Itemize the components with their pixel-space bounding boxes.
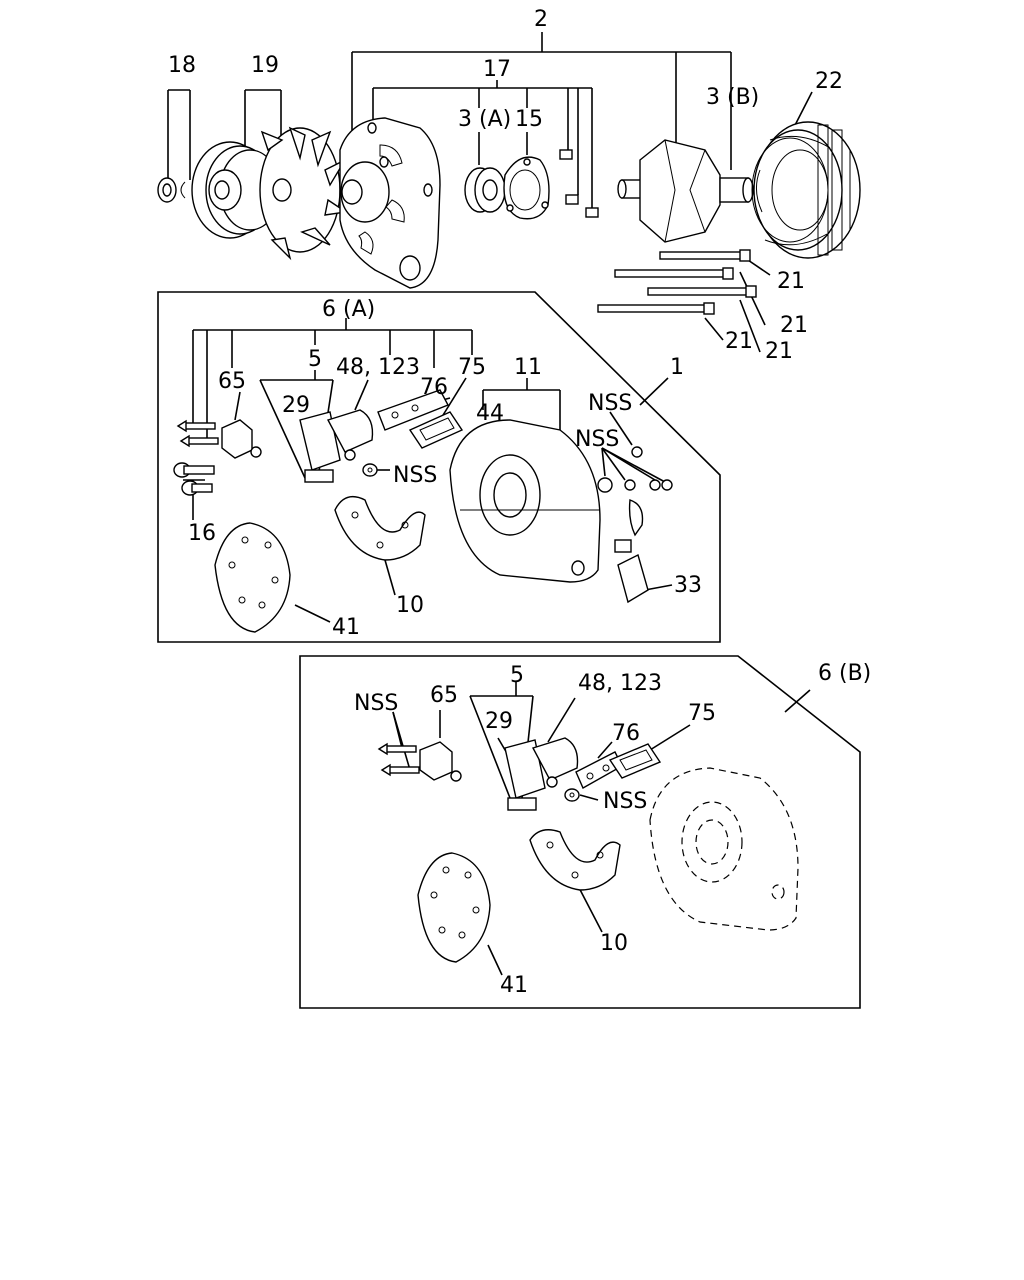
- insulator-b-part: [417, 852, 491, 963]
- panel-a-border: [157, 291, 721, 643]
- callout-b-nss-a: NSS: [354, 691, 398, 716]
- rotor-part: [617, 139, 754, 243]
- callout-3a: 3 (A): [458, 107, 511, 132]
- callout-22: 22: [815, 69, 843, 94]
- callout-b-nss-b: NSS: [603, 789, 647, 814]
- callout-21-c: 21: [765, 339, 793, 364]
- plate-15-part: [503, 156, 550, 220]
- callout-10: 10: [396, 593, 424, 618]
- callout-b-76: 76: [612, 721, 640, 746]
- callout-b-75: 75: [688, 701, 716, 726]
- callout-15: 15: [515, 107, 543, 132]
- front-bracket-part: [339, 117, 441, 289]
- gasket-75-part: [408, 411, 464, 449]
- bolts-21-part: [597, 249, 757, 315]
- callout-19: 19: [251, 53, 279, 78]
- rear-bracket-11-part: [449, 419, 601, 583]
- callout-nss-3: NSS: [393, 463, 437, 488]
- callout-65: 65: [218, 369, 246, 394]
- panel-a-leader-lines: [183, 318, 673, 623]
- rear-bracket-b-part: [649, 767, 799, 931]
- callout-17: 17: [483, 57, 511, 82]
- fan-part: [259, 126, 348, 261]
- callout-76: 76: [420, 375, 448, 400]
- panel-b-border: [299, 655, 861, 1009]
- callout-nss-1: NSS: [588, 391, 632, 416]
- panel-b-leader-lines: [392, 682, 811, 976]
- callout-b-29: 29: [485, 709, 513, 734]
- bolts-16-part: [173, 462, 215, 496]
- bearing-3a-part: [464, 167, 506, 213]
- callout-b-48-123: 48, 123: [578, 671, 662, 696]
- callout-5: 5: [308, 347, 322, 372]
- panel-b-screws-part: [377, 742, 420, 777]
- rectifier-b-part: [529, 829, 621, 891]
- brush-holder-48-part: [377, 389, 449, 431]
- brush-33-part: [614, 539, 649, 604]
- callout-21-b: 21: [780, 313, 808, 338]
- insulator-41-part: [214, 522, 291, 633]
- terminal-65-b-part: [419, 741, 462, 782]
- callout-21-a: 21: [777, 269, 805, 294]
- regulator-29-part: [299, 409, 374, 483]
- stator-22-part: [751, 121, 861, 259]
- callout-3b: 3 (B): [706, 85, 759, 110]
- callout-33: 33: [674, 573, 702, 598]
- callout-6a: 6 (A): [322, 297, 375, 322]
- callout-11: 11: [514, 355, 542, 380]
- callout-29: 29: [282, 393, 310, 418]
- washer-nss-part: [362, 463, 378, 477]
- rectifier-10-part: [334, 496, 426, 561]
- callout-16: 16: [188, 521, 216, 546]
- callout-1: 1: [670, 355, 684, 380]
- panel-a-screws-part: [176, 419, 219, 448]
- callout-b-65: 65: [430, 683, 458, 708]
- callout-75: 75: [458, 355, 486, 380]
- nut-18-part: [157, 177, 186, 203]
- callout-6b: 6 (B): [818, 661, 871, 686]
- callout-2: 2: [534, 7, 548, 32]
- callout-nss-2: NSS: [575, 427, 619, 452]
- callout-labels: 2 17 18 19 3 (A) 15 3 (B) 22 21 21 21 21…: [168, 7, 871, 998]
- callout-48-123: 48, 123: [336, 355, 420, 380]
- callout-b-10: 10: [600, 931, 628, 956]
- terminal-65-part: [221, 419, 262, 459]
- callout-18: 18: [168, 53, 196, 78]
- callout-21-d: 21: [725, 329, 753, 354]
- callout-44: 44: [476, 401, 504, 426]
- screws-17-part: [559, 149, 599, 218]
- callout-b-5: 5: [510, 663, 524, 688]
- washer-b-part: [564, 788, 580, 802]
- gasket-b-part: [608, 743, 662, 779]
- regulator-29-b-part: [504, 737, 579, 811]
- callout-b-41: 41: [500, 973, 528, 998]
- callout-41: 41: [332, 615, 360, 640]
- terminal-kit-part: [597, 446, 673, 537]
